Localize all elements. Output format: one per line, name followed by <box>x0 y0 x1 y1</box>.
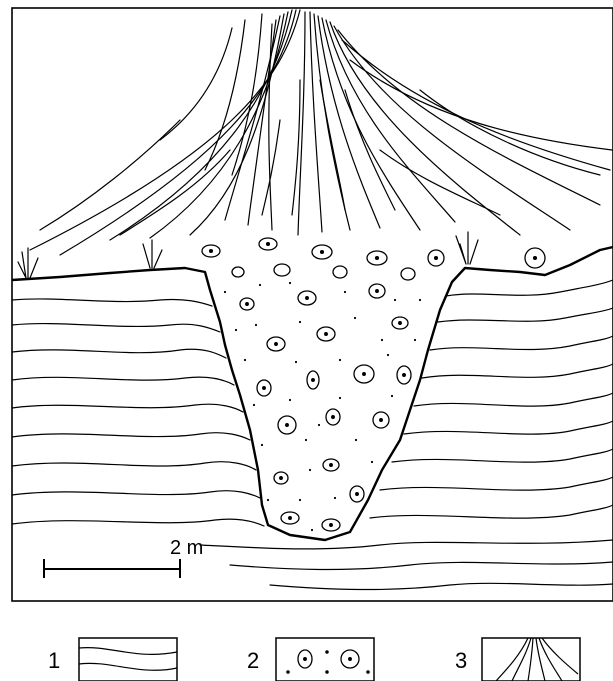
strata-bottom <box>200 540 613 590</box>
legend-number-2: 2 <box>247 648 259 673</box>
ground-and-pit-outline <box>12 247 613 540</box>
diagram-frame <box>12 8 613 601</box>
sand-dots <box>224 282 421 531</box>
strata-right <box>370 280 613 518</box>
strata-left <box>12 299 264 526</box>
legend-box-layered-strata <box>79 638 177 681</box>
legend: 1 2 3 <box>48 638 580 681</box>
scale-bar-label: 2 m <box>170 537 203 559</box>
legend-swatch-strata <box>79 648 177 671</box>
legend-number-3: 3 <box>455 648 467 673</box>
legend-swatch-fan <box>496 638 578 681</box>
scale-bar <box>44 559 180 578</box>
fan-streaks <box>30 10 612 255</box>
legend-number-1: 1 <box>48 648 60 673</box>
legend-swatch-pebbles <box>287 650 369 673</box>
